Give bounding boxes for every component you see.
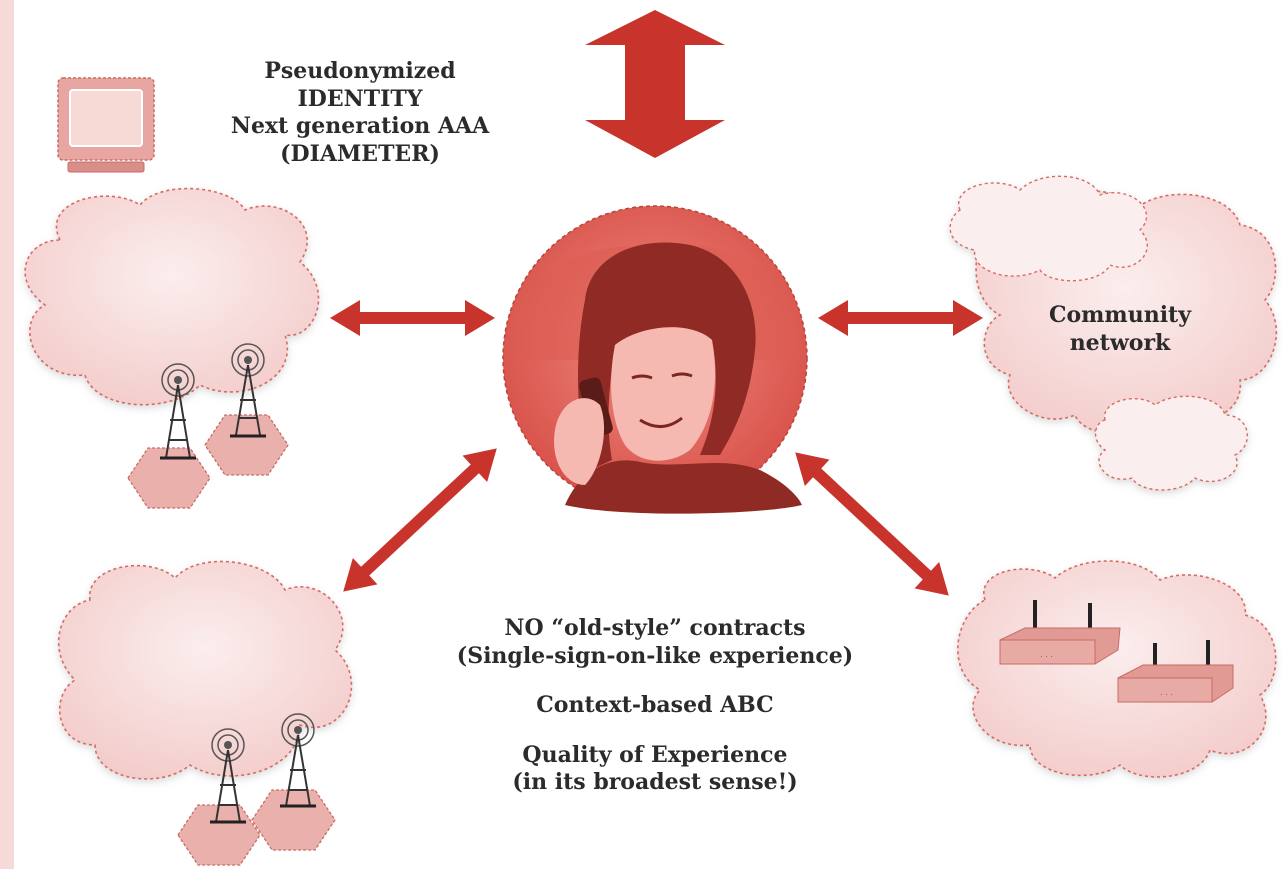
identity-line-3: Next generation AAA (230, 113, 490, 139)
cloud-bottom-left (57, 560, 353, 780)
svg-text:. . .: . . . (1160, 688, 1173, 697)
cloud-community-network (949, 175, 1278, 491)
arrow-up-down (585, 10, 725, 158)
contracts-line-2: (Single-sign-on-like experience) (456, 642, 854, 669)
abc-label: Context-based ABC (536, 692, 774, 718)
identity-line-2: IDENTITY (297, 85, 423, 112)
community-line-2: network (1069, 329, 1171, 356)
quality-line-2: (in its broadest sense!) (512, 769, 798, 795)
cloud-bottom-right (957, 560, 1277, 778)
user-on-phone-photo (502, 205, 808, 514)
cell-tower-icon (177, 713, 336, 866)
wireless-router-icon: . . . . . . (999, 600, 1234, 703)
arrow-hub-bottom-right (795, 452, 949, 596)
community-line-1: Community (1048, 302, 1192, 328)
features-text-block: NO “old-style” contracts (Single-sign-on… (385, 615, 925, 797)
computer-monitor-icon (57, 77, 155, 173)
identity-line-4: (DIAMETER) (280, 140, 440, 167)
arrow-left-hub (330, 300, 495, 336)
arrow-hub-bottom-left (343, 448, 497, 592)
identity-label: Pseudonymized IDENTITY Next generation A… (160, 58, 560, 168)
background-edge (0, 0, 14, 869)
contracts-line-1: NO “old-style” contracts (504, 615, 806, 641)
quality-line-1: Quality of Experience (522, 741, 788, 768)
community-network-label: Community network (1000, 302, 1240, 357)
identity-line-1: Pseudonymized (264, 58, 456, 84)
cell-tower-icon (127, 343, 289, 509)
svg-text:. . .: . . . (1040, 650, 1053, 659)
arrow-hub-right (818, 300, 983, 336)
